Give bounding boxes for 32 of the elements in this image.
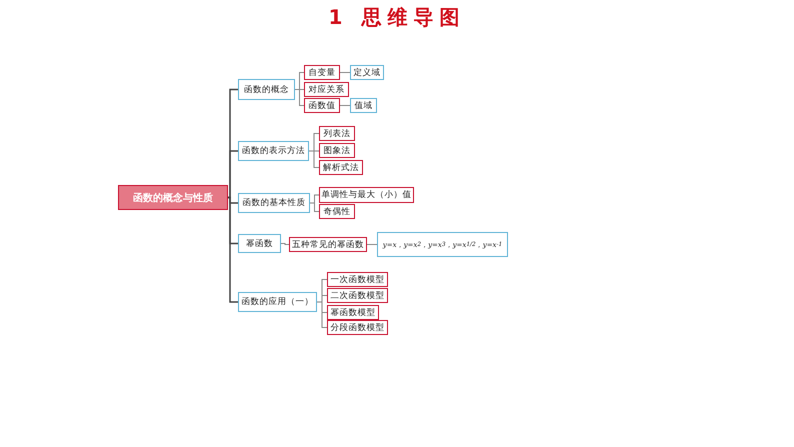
subtopic-box: 函数值 — [304, 98, 340, 113]
topic-box: 值域 — [350, 98, 377, 113]
subtopic-box: 奇偶性 — [319, 204, 355, 219]
connector-line — [308, 150, 320, 168]
topic-box: 函数的应用（一） — [238, 292, 317, 312]
root-topic-box: 函数的概念与性质 — [118, 185, 228, 210]
subtopic-box: 一次函数模型 — [327, 272, 388, 287]
subtopic-box: 解析式法 — [319, 160, 363, 175]
subtopic-box: 五种常见的幂函数 — [289, 237, 367, 252]
subtopic-box: 单调性与最大（小）值 — [319, 187, 414, 203]
topic-box: 函数的表示方法 — [238, 141, 309, 161]
subtopic-box: 分段函数模型 — [327, 320, 388, 335]
subtopic-box: 图象法 — [319, 143, 355, 158]
connector-line — [316, 302, 328, 328]
connector-line — [366, 244, 378, 245]
connector-line — [340, 105, 350, 106]
topic-box: 函数的基本性质 — [238, 193, 310, 213]
connector-line — [228, 196, 238, 303]
connector-line — [294, 89, 304, 106]
subtopic-box: 对应关系 — [304, 82, 349, 97]
topic-box: 幂函数 — [238, 234, 281, 253]
subtopic-box: 二次函数模型 — [327, 288, 388, 303]
connector-line — [228, 150, 238, 198]
subtopic-box: 自变量 — [304, 65, 340, 80]
topic-box: 函数的概念 — [238, 79, 295, 100]
subtopic-box: 列表法 — [319, 126, 355, 141]
subtopic-box: 幂函数模型 — [327, 305, 379, 320]
topic-box: 定义域 — [350, 65, 384, 80]
connector-line — [340, 72, 350, 73]
connector-line — [310, 202, 320, 212]
connector-line — [280, 243, 290, 245]
title: 1 思维导图 — [328, 4, 466, 31]
